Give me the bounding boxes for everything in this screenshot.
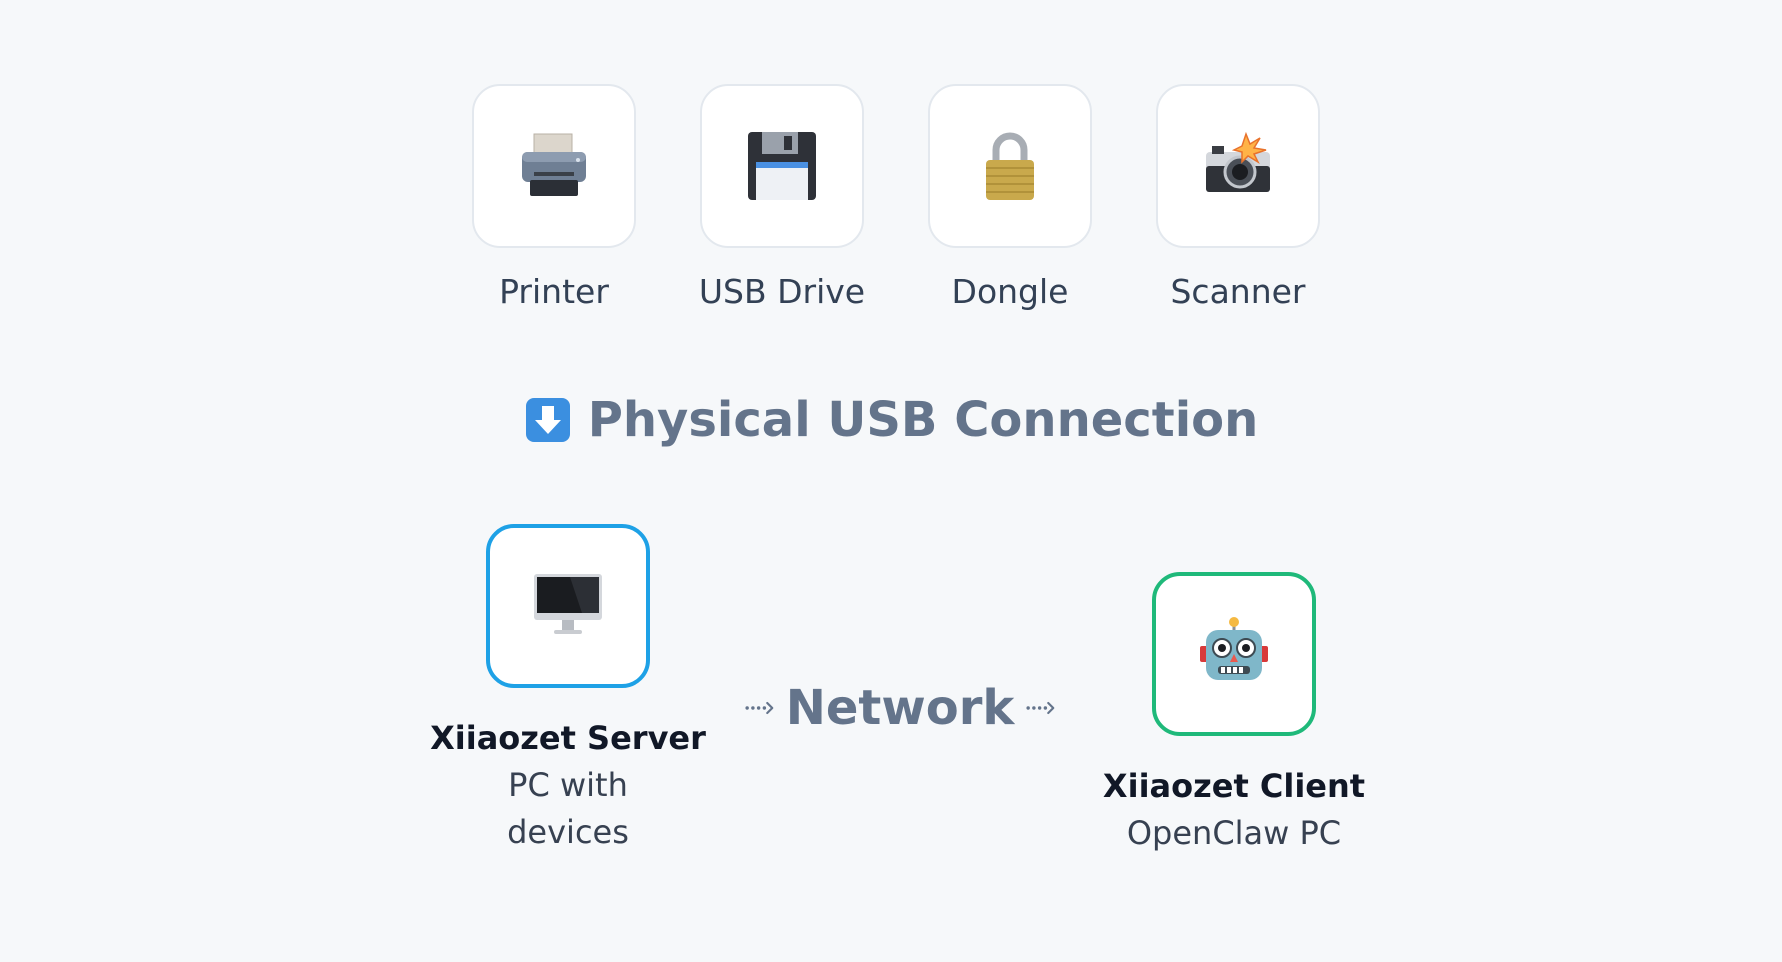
network-label: Network [785, 680, 1015, 736]
device-printer: Printer [439, 84, 669, 311]
device-usb-drive: USB Drive [667, 84, 897, 311]
printer-tile [472, 84, 636, 248]
device-label: Dongle [951, 272, 1069, 311]
network-link: Network [745, 680, 1055, 736]
server-title: Xiiaozet Server [430, 719, 706, 757]
usb-drive-tile [700, 84, 864, 248]
device-dongle: Dongle [895, 84, 1125, 311]
desktop-computer-icon [534, 574, 602, 634]
device-label: USB Drive [698, 272, 866, 311]
robot-icon [1200, 617, 1268, 680]
floppy-disk-icon [748, 132, 816, 200]
client-node: Xiiaozet Client OpenClaw PC [1084, 572, 1384, 857]
device-label: Printer [499, 272, 609, 311]
dotted-arrow-icon [1026, 701, 1055, 715]
device-scanner: Scanner [1123, 84, 1353, 311]
connection-heading: Physical USB Connection [0, 392, 1782, 448]
camera-flash-icon [1206, 131, 1270, 192]
client-title: Xiiaozet Client [1102, 767, 1366, 805]
scanner-tile [1156, 84, 1320, 248]
client-tile [1152, 572, 1316, 736]
down-arrow-icon [525, 398, 570, 442]
padlock-icon [986, 132, 1034, 200]
server-subtitle: PC with devices [507, 766, 629, 851]
printer-icon [522, 133, 586, 196]
client-subtitle: OpenClaw PC [1126, 814, 1342, 852]
device-label: Scanner [1170, 272, 1306, 311]
server-node: Xiiaozet Server PC with devices [418, 524, 718, 856]
connection-label: Physical USB Connection [587, 392, 1259, 448]
dotted-arrow-icon [745, 701, 774, 715]
dongle-tile [928, 84, 1092, 248]
server-tile [486, 524, 650, 688]
